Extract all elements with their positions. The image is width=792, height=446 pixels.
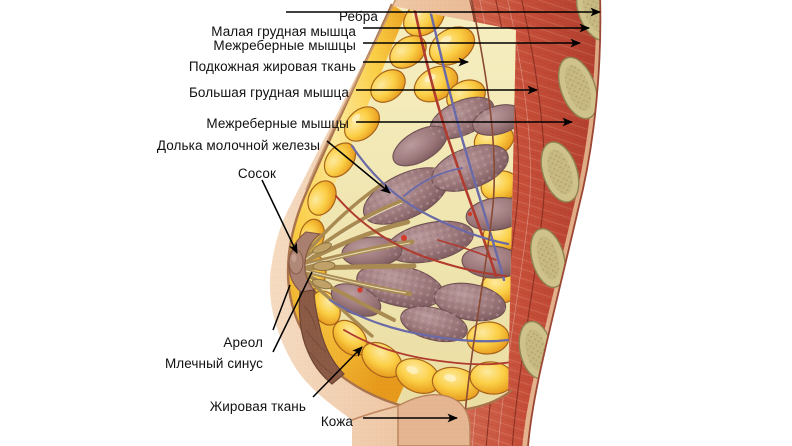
label-intercostal-upper: Межреберные мышцы (213, 38, 356, 53)
leader-gland-lobule (326, 140, 391, 194)
inframammary-region (351, 394, 471, 446)
label-gland-lobule: Долька молочной железы (156, 138, 320, 153)
label-ribs: Ребра (338, 9, 378, 24)
label-nipple: Сосок (237, 166, 276, 181)
label-skin: Кожа (320, 414, 353, 429)
label-pectoralis-major: Большая грудная мышца (188, 85, 349, 100)
label-intercostal-lower: Межреберные мышцы (206, 116, 349, 131)
label-lactiferous-sinus: Млечный синус (164, 356, 263, 371)
leader-adipose-tissue (312, 346, 363, 398)
label-areola: Ареол (223, 335, 263, 350)
vessel-cross-sections (357, 211, 473, 293)
leader-nipple (261, 179, 298, 254)
label-subcutaneous-fat: Подкожная жировая ткань (188, 59, 356, 74)
label-adipose-tissue: Жировая ткань (209, 399, 306, 414)
breast-interior (288, 6, 516, 413)
blood-vessels (328, 6, 513, 366)
leader-areola (272, 284, 291, 331)
rib-cross-sections (518, 0, 601, 380)
label-pectoralis-minor: Малая грудная мышца (211, 24, 356, 39)
leader-lactiferous-sinus (272, 271, 313, 353)
